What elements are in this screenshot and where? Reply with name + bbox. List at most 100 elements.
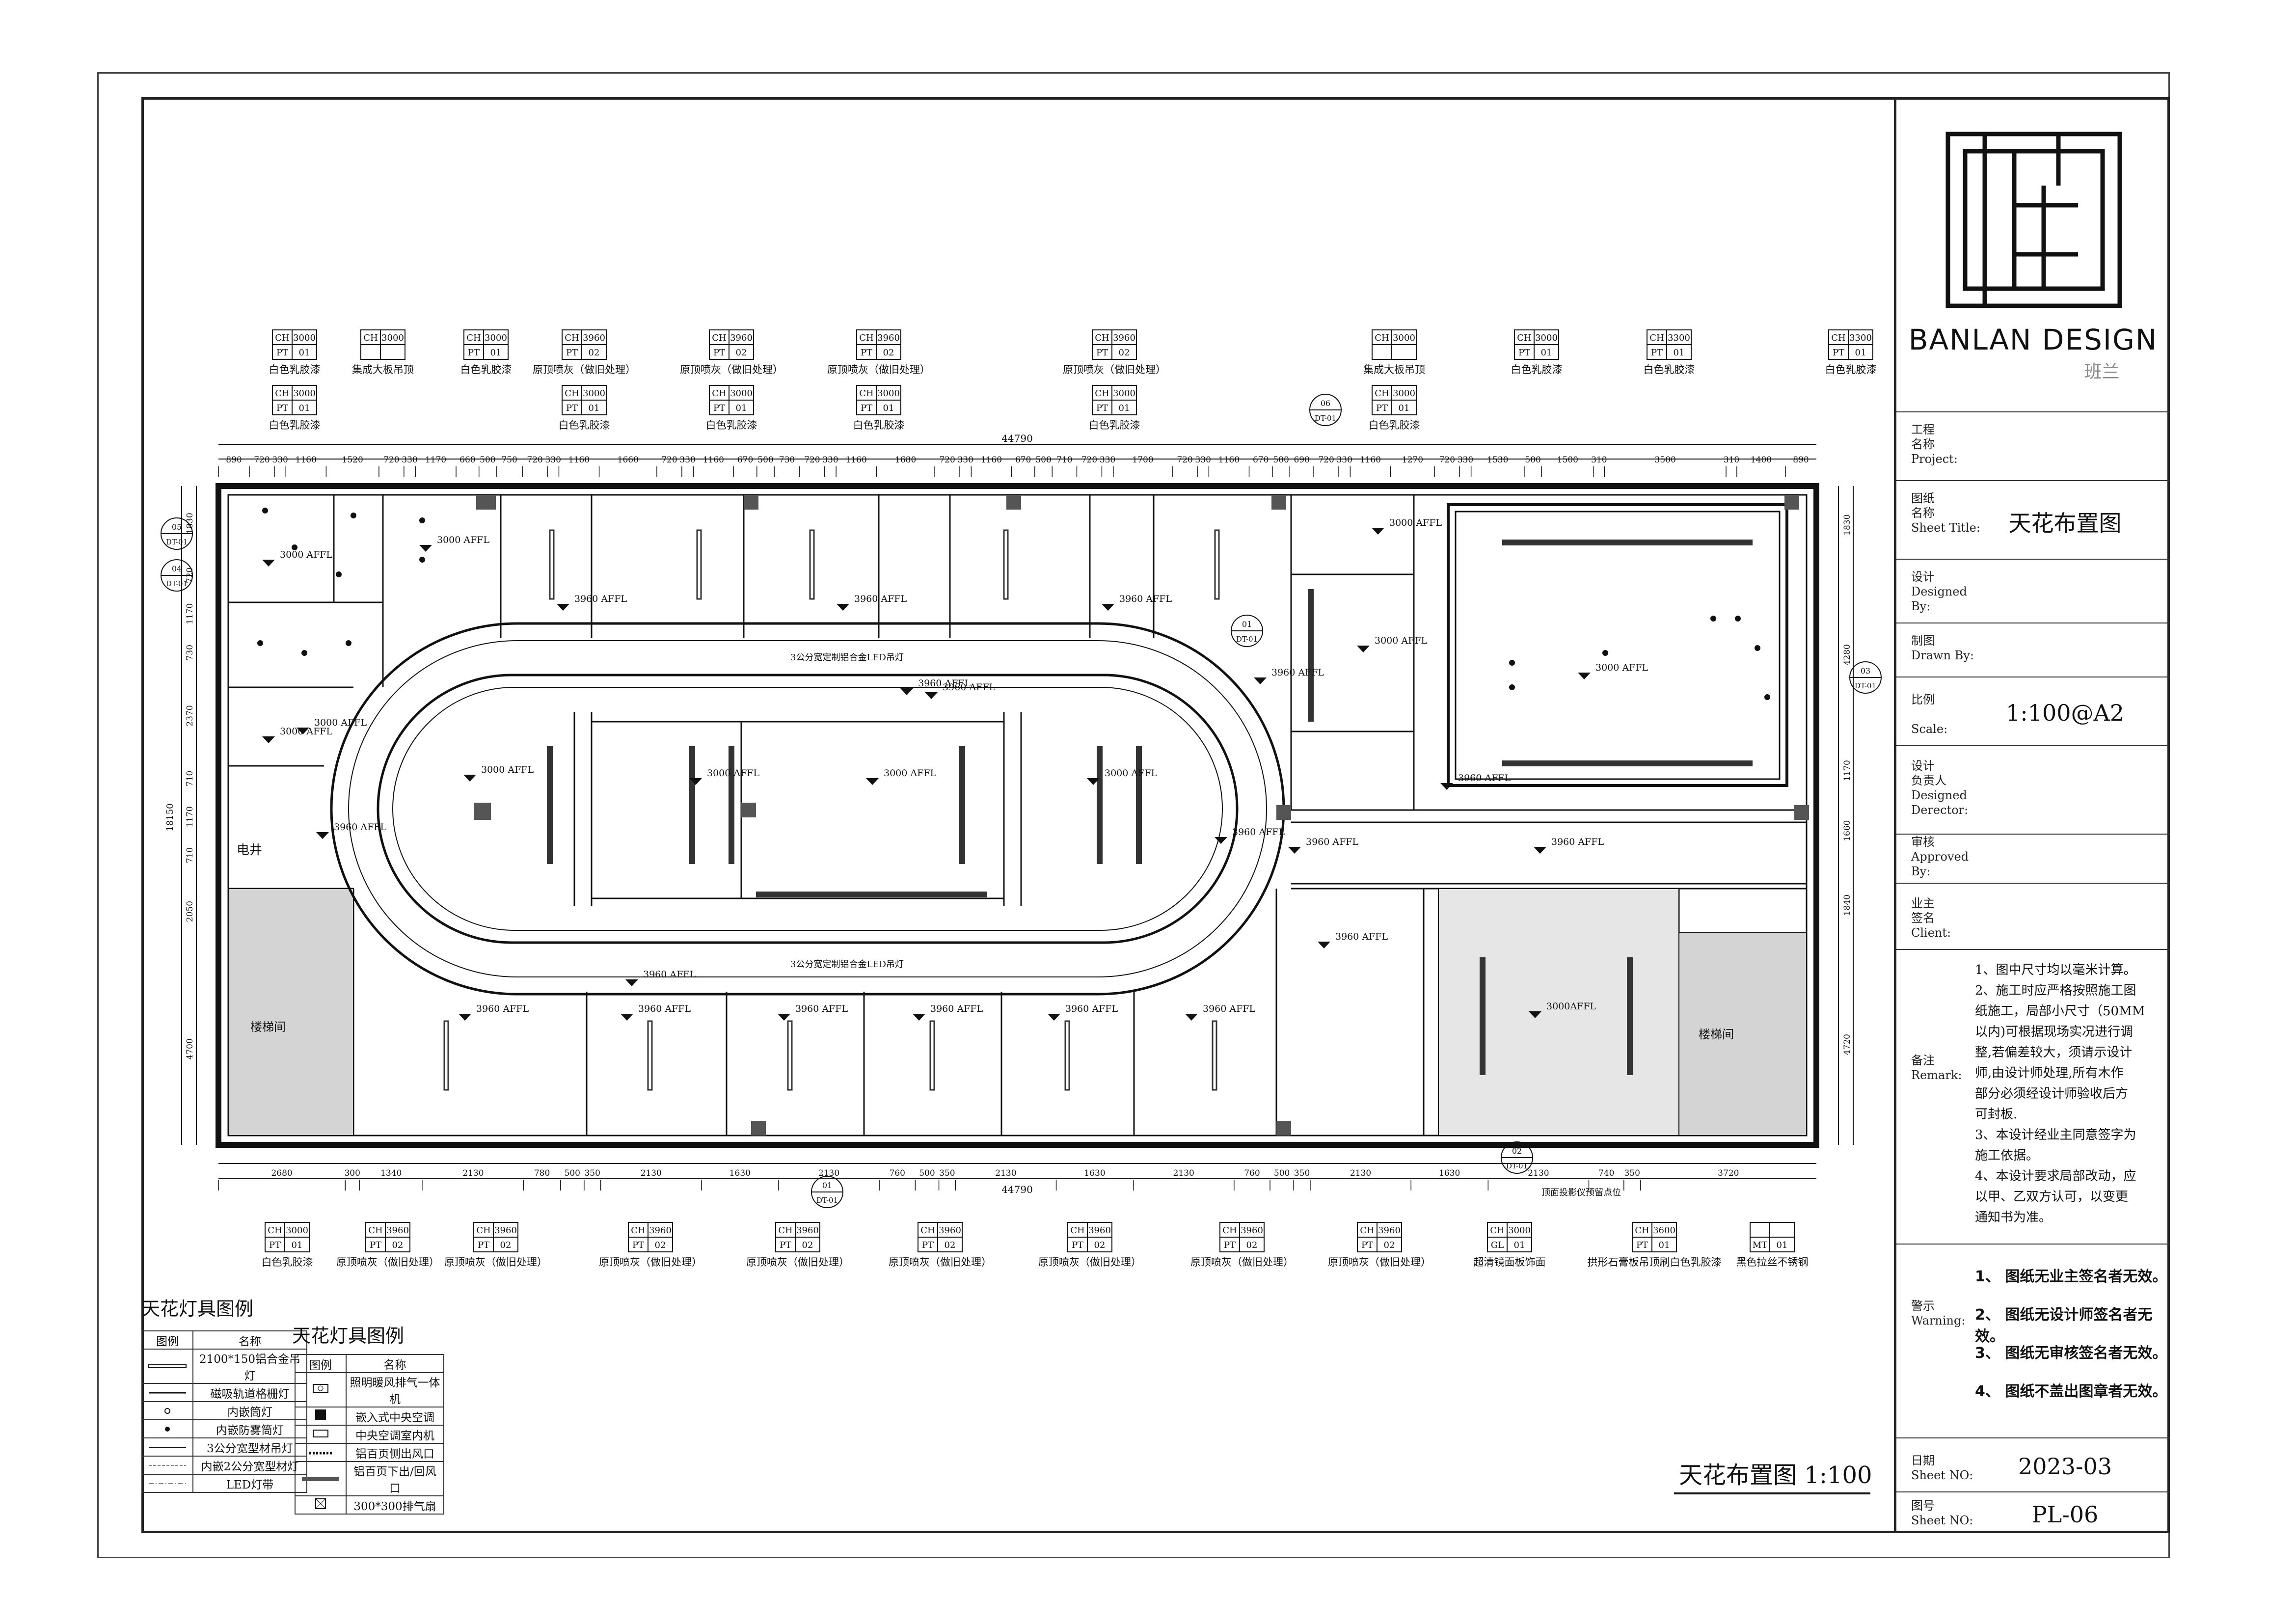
elevation-marker [262, 560, 275, 567]
dim-top: 330 [402, 455, 417, 465]
downlight-icon [262, 508, 268, 514]
tag-cell: 3000 [286, 1225, 308, 1236]
tag-label: 白色乳胶漆 [269, 419, 321, 431]
tag-cell: PT [269, 1240, 281, 1250]
tag-cell: 01 [1119, 403, 1130, 413]
downlight-icon [1755, 645, 1760, 651]
tag-cell: CH [1635, 1225, 1649, 1236]
dim-left: 1170 [185, 603, 195, 624]
tag-cell: 3300 [1849, 333, 1872, 343]
tag-cell: PT [1636, 1240, 1648, 1250]
dim-top: 1170 [425, 455, 446, 465]
tag-label: 黑色拉丝不锈钢 [1736, 1256, 1809, 1268]
remark-line: 部分必须经设计师验收后方 [1975, 1086, 2129, 1101]
hvac-legend-name: 照明暖风排气一体机 [346, 1372, 444, 1407]
downlight-icon [1602, 650, 1608, 656]
elevation-label: 3000 AFFL [437, 535, 489, 545]
tag-cell: 02 [945, 1240, 956, 1250]
tag-cell: CH [920, 1225, 935, 1236]
dim-bottom: 740 [1598, 1168, 1614, 1178]
dim-left: 710 [185, 771, 195, 786]
remark-line: 4、本设计要求局部改动，应 [1975, 1169, 2136, 1184]
elevation-marker [557, 604, 569, 611]
section-marker-ref: DT-01 [1855, 681, 1876, 690]
elevation-marker [689, 778, 702, 785]
dim-top: 330 [545, 455, 561, 465]
elevation-marker [1534, 847, 1546, 854]
dim-top: 1160 [296, 455, 317, 465]
dim-bottom: 2130 [995, 1168, 1016, 1178]
section-marker-number: 04 [172, 564, 182, 573]
lighting-legend-name: 3公分宽型材吊灯 [192, 1437, 307, 1457]
tag-cell: CH [1095, 333, 1109, 343]
dim-top: 330 [822, 455, 838, 465]
downlight-icon [419, 517, 425, 523]
tag-cell: 3000 [1393, 333, 1415, 343]
tag-cell: CH [368, 1225, 382, 1236]
tag-cell: PT [370, 1240, 381, 1250]
elevation-label: 3960 AFFL [1306, 837, 1358, 847]
hvac-legend-header-cell: 名称 [346, 1354, 444, 1373]
tag-cell: CH [466, 333, 481, 343]
remark-line: 通知书为准。 [1975, 1210, 2052, 1225]
lighting-legend-name: 内嵌筒灯 [192, 1401, 307, 1420]
elevation-marker [459, 1014, 471, 1021]
tag-label: 原顶喷灰（做旧处理） [1328, 1256, 1431, 1268]
hvac-legend-symbol-icon [295, 1443, 347, 1462]
elevation-label: 3960 AFFL [476, 1003, 529, 1014]
tag-cell: 3960 [1113, 333, 1135, 343]
elevation-marker [463, 775, 476, 782]
tag-cell: CH [275, 388, 289, 399]
elevation-marker [316, 832, 329, 839]
elevation-label: 3000 AFFL [884, 768, 936, 779]
tag-cell: PT [566, 348, 578, 358]
room-label-stair-right: 楼梯间 [1699, 1028, 1734, 1041]
elevation-label: 3960 AFFL [1458, 773, 1511, 784]
remark-text: 1、图中尺寸均以毫米计算。2、施工时应严格按照施工图纸施工，局部小尺寸（50MM… [1975, 960, 2160, 1228]
dim-left: 1170 [185, 806, 195, 827]
dim-top: 720 [804, 455, 820, 465]
elevation-label: 3000AFFL [1546, 1001, 1596, 1012]
tag-cell: CH [1375, 333, 1389, 343]
dim-left: 2050 [185, 901, 195, 922]
tag-cell: PT [632, 1240, 644, 1250]
tag-label: 白色乳胶漆 [1089, 419, 1140, 431]
dim-left: 4700 [185, 1038, 195, 1059]
date-value: 2023-03 [2018, 1453, 2112, 1480]
tag-cell: 3960 [494, 1225, 517, 1236]
dim-bottom: 2130 [1173, 1168, 1194, 1178]
dim-bottom: 760 [890, 1168, 905, 1178]
dim-top: 1160 [1218, 455, 1240, 465]
legend-title-2: 天花灯具图例 [292, 1325, 405, 1347]
tag-cell: CH [712, 333, 726, 343]
dim-top: 1700 [1132, 455, 1153, 465]
lighting-legend-symbol-icon [141, 1383, 193, 1402]
elevation-marker [621, 1014, 633, 1021]
dim-bottom: 1630 [729, 1168, 751, 1178]
tag-cell: CH [859, 388, 873, 399]
hvac-legend-symbol-icon [295, 1461, 347, 1496]
dim-top: 500 [1035, 455, 1051, 465]
lighting-legend-name: 2100*150铝合金吊灯 [192, 1349, 307, 1384]
elevation-label: 3960 AFFL [1203, 1003, 1255, 1014]
tag-label: 原顶喷灰（做旧处理） [444, 1256, 547, 1268]
tag-cell: 02 [655, 1240, 666, 1250]
tag-cell: 01 [1399, 403, 1410, 413]
dim-overall-left: 18150 [165, 803, 175, 831]
tag-cell: CH [859, 333, 873, 343]
dim-top: 1660 [618, 455, 639, 465]
dim-top: 720 [254, 455, 270, 465]
hvac-legend-row: 300*300排气扇 [295, 1495, 444, 1515]
tag-label: 原顶喷灰（做旧处理） [336, 1256, 439, 1268]
dim-top: 710 [1056, 455, 1072, 465]
tag-label: 白色乳胶漆 [853, 419, 905, 431]
tag-cell: CH [1375, 388, 1389, 399]
